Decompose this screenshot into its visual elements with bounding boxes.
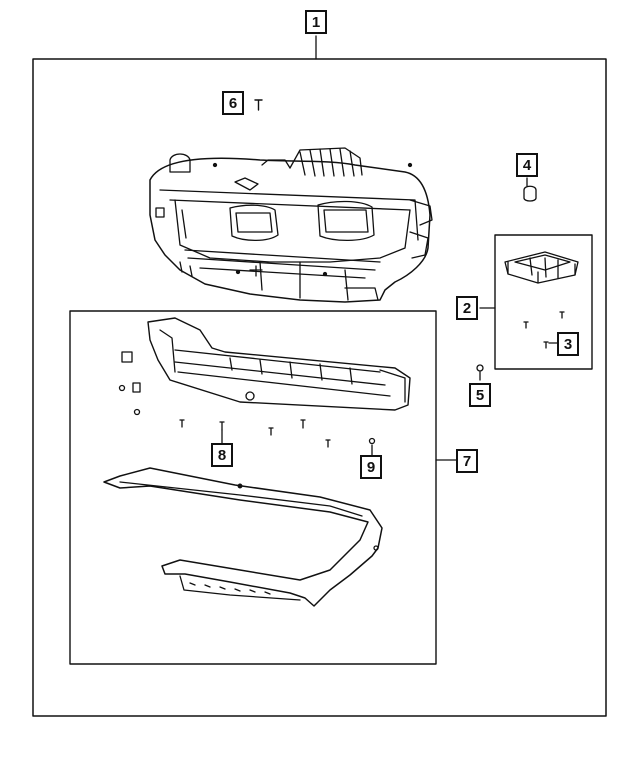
callout-3: 3	[557, 332, 579, 356]
subassembly-frame-2	[494, 234, 593, 370]
module-2	[504, 251, 579, 284]
callout-8: 8	[211, 443, 233, 467]
callout-5: 5	[469, 383, 491, 407]
nut-5	[476, 364, 484, 381]
mounting-bracket	[147, 317, 411, 411]
callout-7: 7	[456, 449, 478, 473]
cap-4	[523, 177, 537, 202]
callout-1: 1	[305, 10, 327, 34]
drl-light-bar	[103, 467, 383, 607]
screws-8	[179, 419, 331, 448]
screw-6	[254, 99, 263, 111]
callout-2: 2	[456, 296, 478, 320]
clips	[118, 351, 141, 416]
callout-6: 6	[222, 91, 244, 115]
subassembly-frame-7	[69, 310, 437, 665]
assembly-frame	[32, 58, 607, 717]
clip-9	[368, 437, 376, 456]
callout-4: 4	[516, 153, 538, 177]
callout-9: 9	[360, 455, 382, 479]
headlamp-assembly	[149, 147, 433, 303]
screw-3	[523, 311, 565, 349]
